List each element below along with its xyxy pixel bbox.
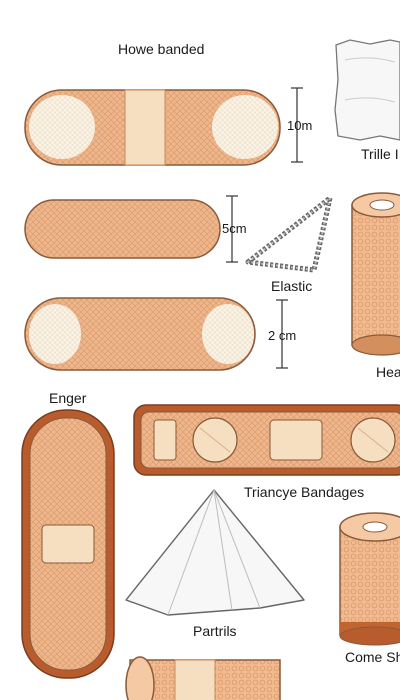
gauze-pad — [334, 39, 400, 141]
elastic-triangle — [245, 195, 333, 273]
triangular-bandage — [125, 489, 305, 616]
bandage-large-strip — [24, 89, 281, 166]
dimension-marker-5cm — [226, 195, 238, 263]
bandage-vertical — [21, 409, 115, 679]
bandage-roll-tall — [351, 192, 400, 356]
bandage-roll-bottom — [125, 656, 281, 700]
bandage-small-strip — [24, 297, 256, 371]
label-2cm: 2 cm — [268, 328, 297, 343]
dimension-marker-2cm — [276, 299, 288, 369]
dimension-marker-10m — [291, 87, 303, 163]
label-howe-banded: Howe banded — [118, 41, 205, 57]
label-elastic: Elastic — [271, 278, 313, 294]
label-come-sh: Come Sh — [345, 649, 400, 665]
bandage-roll-short — [339, 512, 400, 646]
bandage-band-horizontal — [133, 404, 400, 476]
bandage-medium-strip — [24, 199, 221, 259]
label-partrils: Partrils — [193, 623, 237, 639]
label-hea: Hea — [376, 364, 400, 380]
label-10m: 10m — [287, 118, 313, 133]
label-triancye-bandages: Triancye Bandages — [244, 484, 365, 500]
label-trille: Trille I — [361, 146, 399, 162]
label-enger: Enger — [49, 390, 87, 406]
label-5cm: 5cm — [222, 221, 247, 236]
